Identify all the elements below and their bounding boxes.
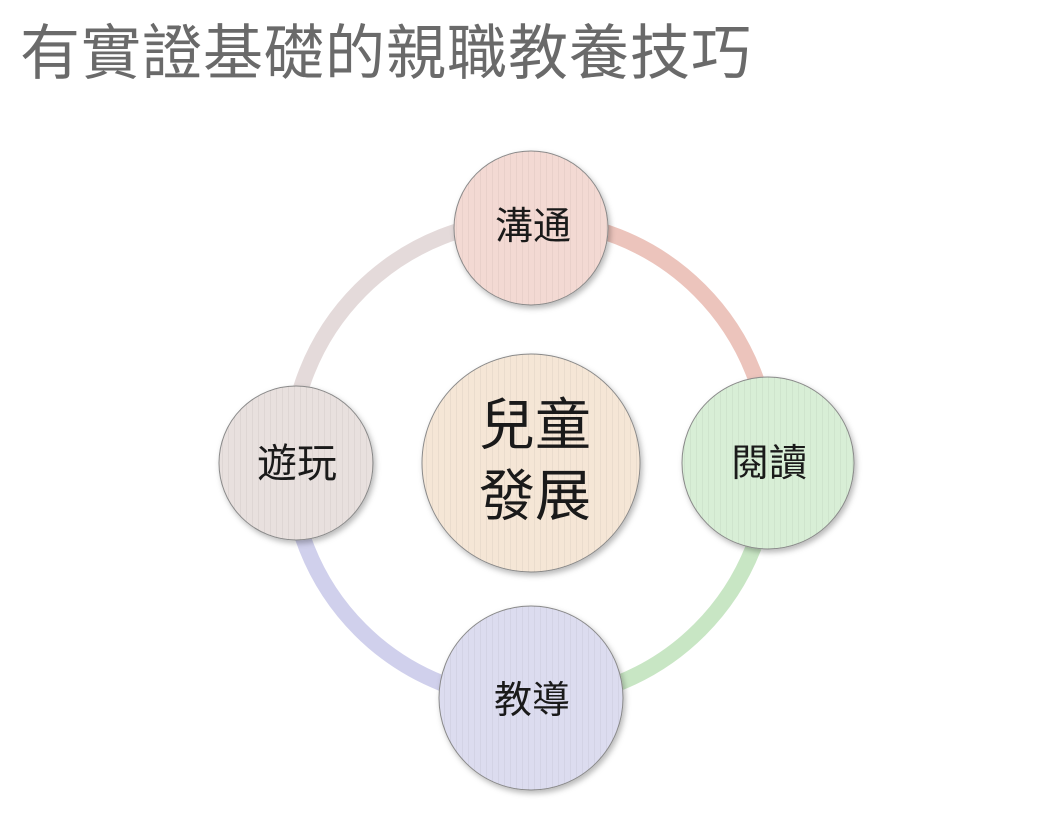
node-top-texture [454,151,608,305]
node-right-label: 閱讀 [731,441,807,485]
node-right [681,376,855,550]
page-title: 有實證基礎的親職教養技巧 [20,19,752,89]
node-left-texture [219,386,373,540]
node-top [453,150,609,306]
node-right-texture [682,377,854,549]
node-bottom-texture [439,606,623,790]
center-label-line-1: 兒童 [479,394,591,459]
node-bottom-label: 教導 [494,678,570,722]
node-left-label: 遊玩 [257,441,337,487]
node-bottom [438,605,624,791]
center-label-line-2: 發展 [479,465,591,530]
node-top-label: 溝通 [495,204,571,248]
node-left [218,385,374,541]
center-texture [422,354,640,572]
center-node [421,353,641,573]
